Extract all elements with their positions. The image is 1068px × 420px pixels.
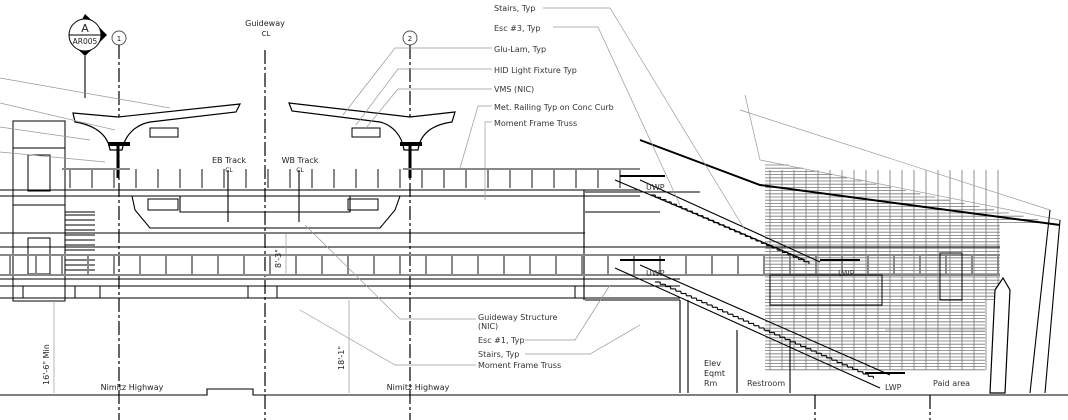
platform-railing-upper: [62, 168, 640, 188]
room-elev-line3: Rm: [704, 379, 718, 388]
lwp-upper: LWP: [838, 269, 855, 278]
callout-glulam-typ: Glu-Lam, Typ: [494, 45, 546, 54]
uwp-lower: UWP: [646, 269, 665, 278]
eb-cl-symbol: CL: [225, 167, 233, 174]
road-label-2: Nimitz Highway: [387, 383, 450, 392]
callout-hid-light: HID Light Fixture Typ: [494, 66, 577, 75]
svg-text:2: 2: [408, 35, 412, 43]
callout-nic: (NIC): [478, 322, 498, 331]
uwp-upper: UWP: [646, 183, 665, 192]
centerline-symbol: CL: [262, 30, 271, 38]
svg-text:1: 1: [117, 35, 121, 43]
lwp-lower: LWP: [885, 383, 902, 392]
callout-stairs-typ: Stairs, Typ: [494, 4, 535, 13]
canopy-left: [72, 103, 242, 178]
road-label-1: Nimitz Highway: [101, 383, 164, 392]
dim-deck-depth: 8'-3": [274, 249, 283, 268]
section-letter: A: [81, 22, 89, 35]
callout-met-railing: Met. Railing Typ on Conc Curb: [494, 103, 614, 112]
wb-track-label: WB Track: [282, 156, 319, 165]
dim-clearance-min: 16'-6" Min: [42, 344, 51, 385]
eb-track-label: EB Track: [212, 156, 246, 165]
canopy-right: [288, 102, 456, 178]
leader-lines: [0, 7, 746, 366]
wb-cl-symbol: CL: [296, 167, 304, 174]
callout-guideway-structure: Guideway Structure: [478, 313, 558, 322]
grid-bubble-1: 1: [111, 30, 127, 46]
room-paid-area: Paid area: [933, 379, 970, 388]
section-marker: A AR005: [68, 14, 107, 98]
callout-vms: VMS (NIC): [494, 85, 534, 94]
dim-clearance-2: 18'-1": [337, 346, 346, 370]
section-sheet-ref: AR005: [73, 37, 98, 46]
room-elev-line1: Elev: [704, 359, 721, 368]
guideway-deck: [0, 170, 640, 300]
escalators-stairs: [585, 94, 1061, 394]
callout-moment-frame-top: Moment Frame Truss: [494, 119, 577, 128]
callout-stairs-typ-bottom: Stairs, Typ: [478, 350, 519, 359]
callout-esc3-typ: Esc #3, Typ: [494, 24, 541, 33]
room-restroom: Restroom: [747, 379, 785, 388]
callout-esc1-typ: Esc #1, Typ: [478, 336, 525, 345]
ground-line: [0, 388, 1068, 396]
facade-hatching: [765, 164, 1040, 371]
room-elev-line2: Eqmt: [704, 369, 725, 378]
grid-bubble-2: 2: [402, 30, 418, 46]
guideway-centerline-label: Guideway: [245, 19, 285, 28]
callout-moment-frame-bottom: Moment Frame Truss: [478, 361, 561, 370]
